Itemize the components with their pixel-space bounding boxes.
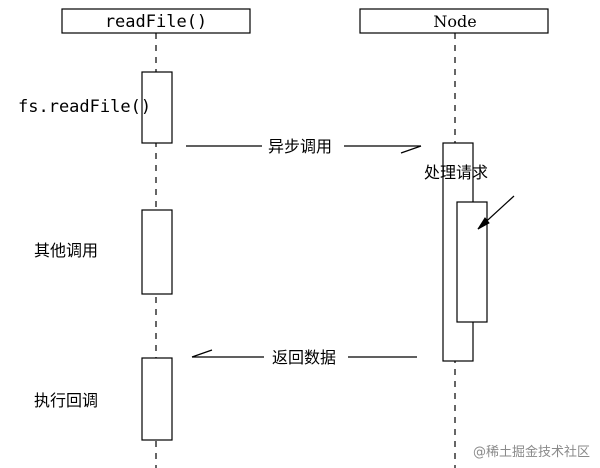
message-return-arrowhead: [191, 349, 213, 358]
activation-readfile-other: [141, 209, 173, 295]
activation-readfile-call: [141, 71, 173, 144]
participant-box-node: [359, 8, 549, 34]
message-return-label: 返回数据: [272, 348, 336, 367]
participant-label-readfile: readFile(): [105, 12, 207, 32]
activation-node-inner: [456, 201, 488, 323]
activation-readfile-callback: [141, 357, 173, 441]
note-processing-request: 处理请求: [424, 163, 488, 182]
watermark: @稀土掘金技术社区: [472, 445, 590, 460]
participant-label-node: Node: [433, 12, 476, 31]
message-async-call-label: 异步调用: [268, 137, 332, 156]
label-other-calls: 其他调用: [34, 241, 98, 260]
label-fs-readfile: fs.readFile(): [18, 97, 151, 117]
participant-box-readfile: [61, 8, 251, 34]
note-pointer-arrowhead: [477, 217, 490, 230]
message-async-call-arrowhead: [400, 145, 422, 154]
label-run-callback: 执行回调: [34, 391, 98, 410]
